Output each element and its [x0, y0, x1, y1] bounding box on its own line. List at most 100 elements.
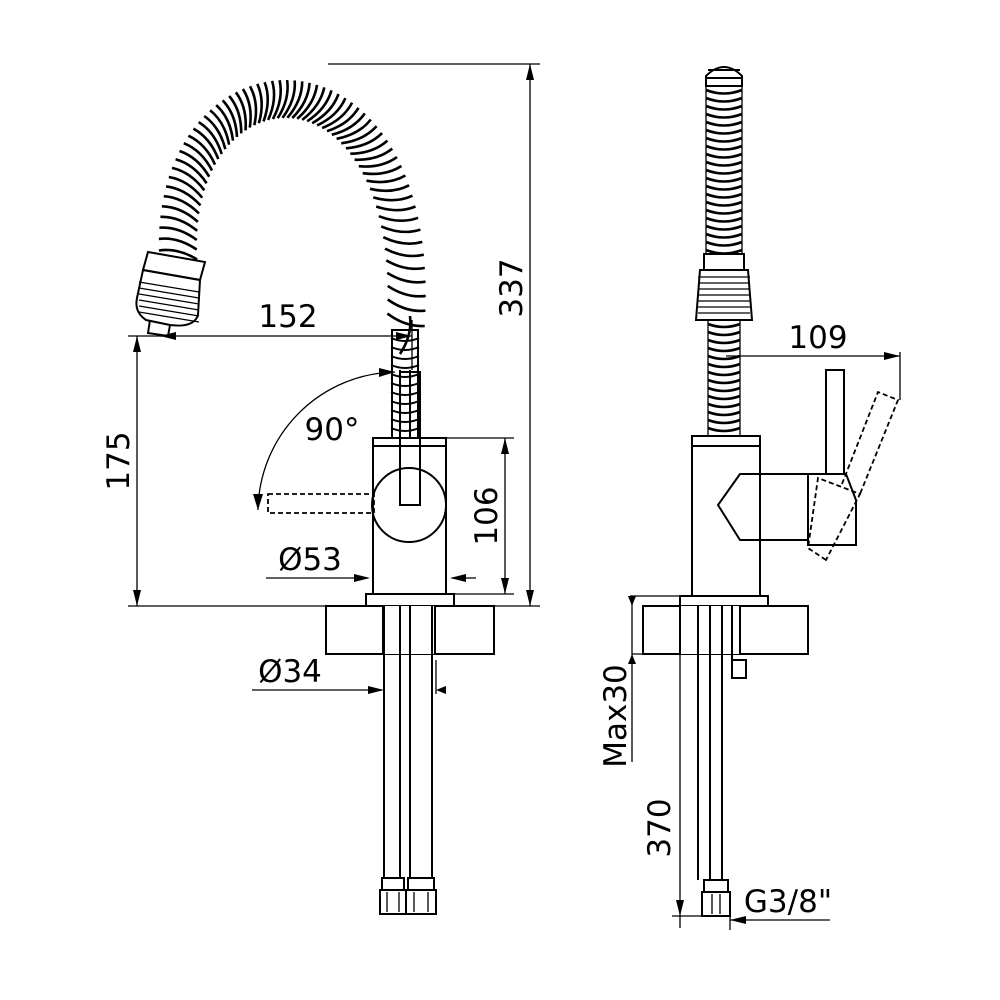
spring-coil: [159, 226, 198, 242]
side-supply-hoses: [697, 606, 747, 917]
spring-coil: [375, 205, 416, 212]
side-lever-rotated-dashed: [807, 390, 900, 562]
spring-coil: [705, 144, 743, 151]
spring-coil: [192, 127, 220, 160]
spring-coil: [707, 410, 741, 417]
spring-coil: [326, 107, 360, 133]
dim-max-thickness: Max30: [598, 664, 634, 768]
spring-coil: [209, 109, 231, 145]
spring-coil: [705, 160, 743, 167]
spring-coil: [705, 208, 743, 215]
dim-109-line: [726, 352, 901, 400]
spring-coil: [390, 409, 420, 414]
spring-coil: [183, 141, 214, 172]
spring-coil: [380, 225, 421, 234]
spring-coil: [707, 426, 741, 433]
spring-coil: [256, 83, 263, 124]
spring-coil: [158, 237, 198, 251]
spring-coil: [354, 147, 394, 162]
dim-body-height: 106: [469, 486, 505, 545]
dim-height-total: 337: [494, 258, 530, 317]
dim-370-line: [672, 654, 702, 928]
dim-shank-diameter: Ø34: [258, 654, 322, 690]
spring-coil: [707, 354, 741, 361]
spring-coil: [161, 205, 199, 223]
spring-coil: [241, 88, 252, 128]
spring-coil: [707, 330, 741, 337]
spring-coil: [705, 168, 743, 175]
dim-175-line: [128, 335, 366, 607]
spring-coil: [705, 152, 743, 159]
front-view: 337 152 175 106: [101, 63, 540, 915]
spring-coil: [386, 312, 425, 328]
spring-coil: [390, 427, 420, 432]
front-supply-hoses: [379, 606, 437, 915]
spring-coil: [384, 247, 425, 258]
front-body: [372, 437, 447, 595]
spring-coil: [175, 158, 208, 185]
spring-coil: [705, 104, 743, 111]
spring-coil: [707, 370, 741, 377]
spring-coil: [331, 112, 366, 137]
spring-coil: [386, 284, 426, 298]
side-base-flange: [679, 595, 769, 607]
dim-lever-reach: 109: [788, 320, 847, 356]
spring-coil: [707, 378, 741, 385]
dim-lever-angle: 90°: [305, 412, 360, 448]
spring-coil: [390, 346, 420, 351]
spring-coil: [390, 355, 420, 360]
spring-coil: [369, 184, 410, 193]
spring-coil: [705, 184, 743, 191]
front-spray-head: [135, 250, 207, 338]
spring-coil: [707, 346, 741, 353]
side-cartridge: [716, 473, 760, 541]
dim-reach: 152: [258, 299, 317, 335]
spring-coil: [707, 402, 741, 409]
spring-coil: [221, 99, 239, 137]
spring-coil: [390, 400, 420, 405]
dim-connection: G3/8": [744, 884, 832, 920]
spring-coil: [179, 149, 211, 178]
front-spring-hose: [158, 79, 426, 432]
spring-coil: [707, 322, 741, 329]
spring-coil: [316, 97, 347, 127]
spring-coil: [386, 298, 426, 313]
spring-coil: [705, 192, 743, 199]
spring-coil: [262, 81, 270, 122]
dim-90-arc: [253, 368, 396, 511]
spring-coil: [234, 91, 248, 131]
side-spring-upper: [705, 86, 743, 255]
spring-coil: [301, 87, 326, 121]
side-spray-head: [694, 253, 754, 321]
dim-106-line: [446, 437, 514, 595]
dim-152-line: [160, 320, 413, 370]
dim-g38-line: [729, 910, 830, 930]
spring-coil: [705, 200, 743, 207]
front-lever-rotated-dashed: [267, 493, 375, 514]
spring-coil: [276, 79, 289, 119]
side-hose-top: [705, 66, 743, 87]
spring-coil: [707, 418, 741, 425]
spring-coil: [390, 337, 420, 342]
spring-coil: [203, 114, 227, 150]
dim-hose-length: 370: [642, 798, 678, 857]
front-handle-lever: [399, 371, 421, 506]
dim-337-line: [328, 63, 540, 607]
front-base-flange: [365, 593, 455, 607]
spring-coil: [705, 120, 743, 127]
spring-coil: [197, 120, 223, 155]
spring-coil: [386, 271, 426, 284]
dim-spout-height: 175: [101, 431, 137, 490]
spring-coil: [705, 248, 743, 255]
spring-coil: [707, 394, 741, 401]
spring-coil: [707, 386, 741, 393]
spring-coil: [705, 232, 743, 239]
spring-coil: [336, 118, 372, 141]
dim-34-line: [252, 660, 446, 694]
spring-coil: [228, 95, 243, 134]
spring-coil: [378, 214, 419, 222]
spring-coil: [385, 259, 426, 271]
side-view: 109 Max30 370 G3/8": [598, 66, 901, 930]
spring-coil: [345, 132, 384, 150]
